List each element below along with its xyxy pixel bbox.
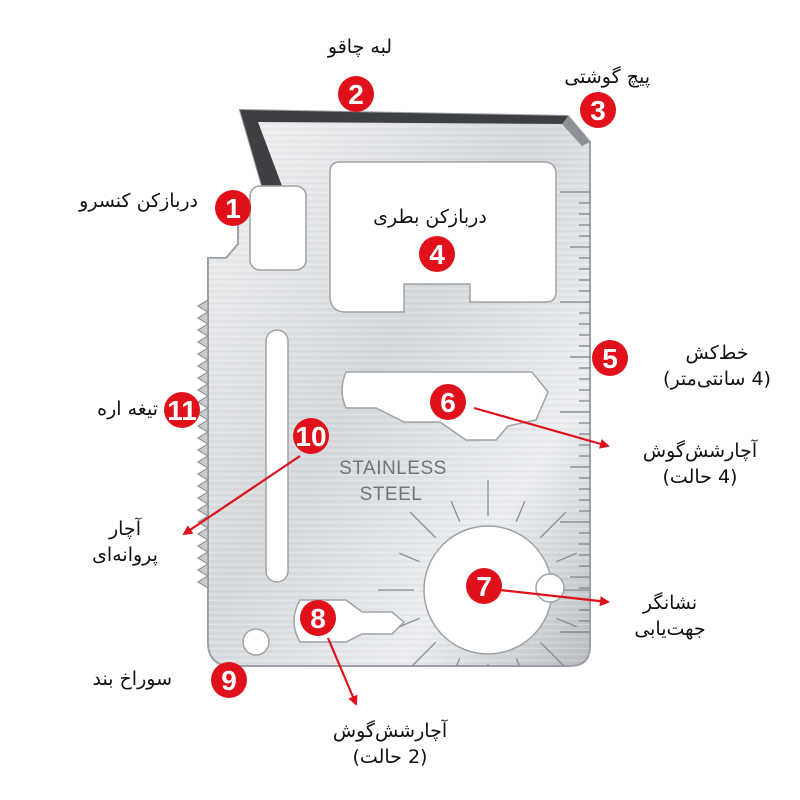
label-line: تیغه اره (97, 398, 158, 420)
saw-tooth-row (196, 298, 210, 590)
card-body: STAINLESS STEEL (196, 108, 591, 667)
badge-number: 4 (429, 239, 445, 270)
dial-ray (556, 617, 577, 628)
dial-ray (450, 658, 461, 666)
direction-dial-rays (378, 480, 590, 666)
dial-ray (409, 641, 437, 666)
label-line-2: (4 سانتی‌متر) (663, 368, 771, 390)
label-ruler: خط‌کش (4 سانتی‌متر) (652, 340, 782, 392)
label-direction-indicator: نشانگر جهت‌یابی (610, 590, 730, 642)
label-hex-wrench-2: آچارشش‌گوش (2 حالت) (310, 718, 470, 770)
label-line: پیچ گوشتی (564, 66, 650, 88)
label-line-2: (2 حالت) (352, 746, 428, 768)
badge-circle (419, 236, 455, 272)
direction-dial-notch (535, 573, 565, 603)
saw-teeth (196, 298, 210, 590)
badge-number: 8 (310, 603, 326, 634)
badge-2: 2 (338, 76, 374, 112)
badge-circle (211, 662, 247, 698)
label-bottle-opener: دربازکن بطری (350, 204, 510, 230)
dial-ray (515, 501, 526, 522)
label-line-1: آچارشش‌گوش (642, 440, 758, 462)
arrow-10 (182, 455, 301, 536)
badge-6: 6 (430, 384, 466, 420)
badge-number: 10 (295, 421, 326, 452)
label-line: سوراخ بند (92, 668, 173, 690)
label-line: دربازکن کنسرو (79, 190, 198, 212)
badge-circle (215, 190, 251, 226)
badge-circle (466, 568, 502, 604)
number-badges: 1 2 3 4 5 6 7 8 9 10 11 (164, 76, 628, 698)
arrow-6 (473, 406, 610, 449)
ruler-ticks (560, 191, 590, 633)
can-opener-cutout (249, 185, 307, 271)
badge-circle (592, 340, 628, 376)
dial-ray (450, 501, 461, 522)
dial-ray (539, 511, 567, 539)
badge-number: 5 (602, 343, 618, 374)
badge-1: 1 (215, 190, 251, 226)
label-butterfly-wrench: آچار پروانه‌ای (70, 516, 180, 568)
badge-circle (293, 418, 329, 454)
label-saw-blade: تیغه اره (97, 396, 158, 422)
badge-circle (338, 76, 374, 112)
stamp-line-1: STAINLESS (339, 458, 447, 479)
dial-ray (399, 552, 420, 563)
label-line: دربازکن بطری (373, 206, 487, 228)
badge-7: 7 (466, 568, 502, 604)
dial-ray (556, 552, 577, 563)
label-line-1: خط‌کش (685, 342, 749, 364)
label-hex-wrench-4: آچارشش‌گوش (4 حالت) (625, 438, 775, 490)
badge-circle (300, 600, 336, 636)
label-lanyard-hole: سوراخ بند (93, 666, 173, 692)
badge-4: 4 (419, 236, 455, 272)
label-line-1: آچار (109, 518, 141, 540)
screwdriver-tip (562, 116, 590, 146)
dial-ray (539, 641, 567, 666)
label-line-1: نشانگر (642, 592, 698, 614)
badge-number: 1 (225, 193, 241, 224)
label-can-opener: دربازکن کنسرو (79, 188, 198, 214)
badge-circle (430, 384, 466, 420)
badge-3: 3 (580, 92, 616, 128)
dial-ray (409, 511, 437, 539)
badge-number: 11 (167, 395, 197, 426)
badge-9: 9 (211, 662, 247, 698)
label-line-2: (4 حالت) (662, 466, 738, 488)
badge-10: 10 (293, 418, 329, 454)
stamp-line-2: STEEL (360, 484, 423, 505)
pointer-arrows (182, 406, 610, 706)
badge-number: 2 (348, 79, 364, 110)
bottle-opener-cutout (329, 161, 557, 313)
badge-number: 3 (590, 95, 606, 126)
label-line-1: آچارشش‌گوش (332, 720, 448, 742)
knife-edge (240, 110, 568, 186)
badge-11: 11 (164, 392, 200, 428)
badge-8: 8 (300, 600, 336, 636)
arrow-8 (326, 637, 358, 706)
butterfly-wrench-slot (265, 329, 289, 583)
label-knife-edge: لبه چاقو (300, 34, 420, 60)
dial-ray (399, 617, 420, 628)
badge-number: 9 (221, 665, 237, 696)
badge-circle (580, 92, 616, 128)
lanyard-hole (242, 628, 270, 656)
label-screwdriver: پیچ گوشتی (564, 64, 650, 90)
badge-number: 6 (440, 387, 456, 418)
badge-5: 5 (592, 340, 628, 376)
label-line-2: جهت‌یابی (634, 618, 706, 640)
arrow-7 (499, 588, 610, 607)
badge-number: 7 (476, 571, 492, 602)
label-line-2: پروانه‌ای (92, 544, 158, 566)
label-line: لبه چاقو (327, 36, 393, 58)
dial-ray (515, 658, 526, 666)
badge-circle (164, 392, 200, 428)
